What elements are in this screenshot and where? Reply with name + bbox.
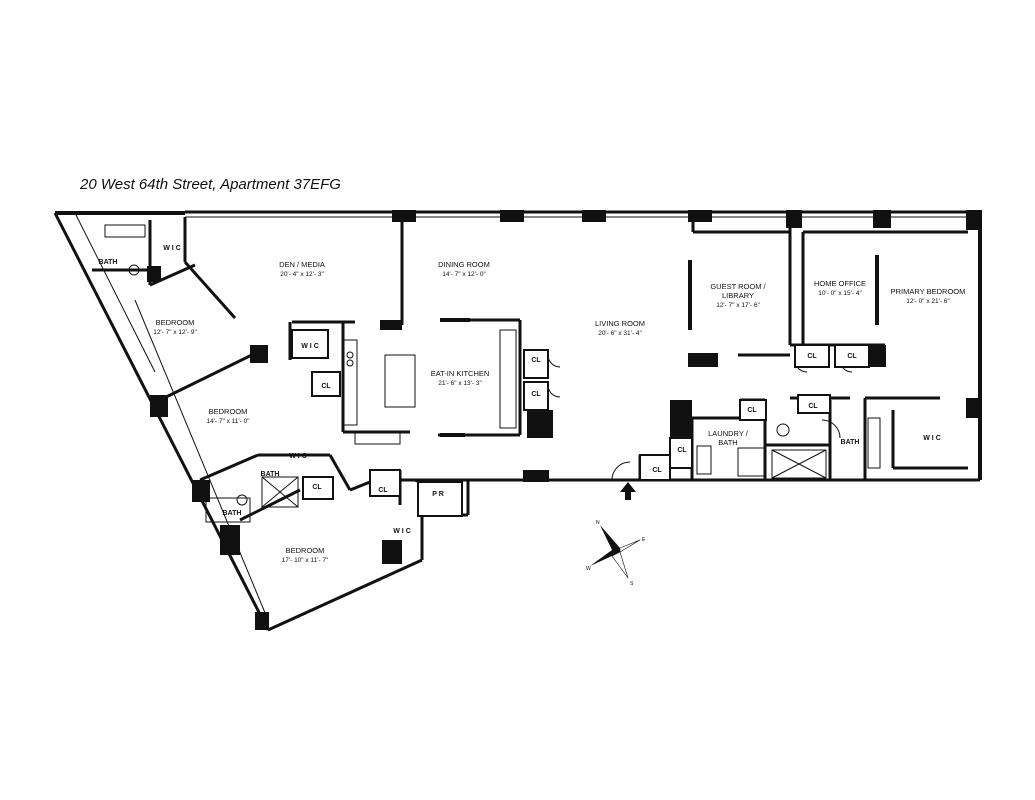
cl-label-1: CL	[321, 383, 331, 390]
room-labels: DEN / MEDIA 20'- 4" x 12'- 3" DINING ROO…	[99, 245, 966, 564]
bedroom2-label: BEDROOM	[209, 407, 248, 416]
compass-n: N	[596, 520, 600, 526]
cl-label-4: CL	[378, 487, 388, 494]
cl-label-3: CL	[531, 391, 541, 398]
fixtures	[104, 224, 881, 523]
living-dims: 20'- 6" x 31'- 4"	[598, 330, 642, 337]
cl-label-2: CL	[531, 357, 541, 364]
compass-w: W	[586, 566, 591, 572]
structural-columns	[147, 210, 982, 630]
wic-label-3: W I C	[289, 453, 307, 460]
bedroom2-dims: 14'- 7" x 11'- 0"	[206, 418, 250, 425]
bedroom1-dims: 12'- 7" x 12'- 9"	[153, 329, 197, 336]
kitchen-dims: 21'- 6" x 13'- 3"	[438, 380, 482, 387]
exterior-walls	[53, 210, 982, 632]
guest-label-2: LIBRARY	[722, 291, 754, 300]
cl-label-9: CL	[808, 403, 818, 410]
bath-label-2: BATH	[261, 471, 280, 478]
bedroom1-label: BEDROOM	[156, 318, 195, 327]
guest-label-1: GUEST ROOM /	[710, 282, 766, 291]
bath-label-1: BATH	[99, 259, 118, 266]
den-label: DEN / MEDIA	[279, 260, 325, 269]
cl-label-7: CL	[677, 447, 687, 454]
closets	[291, 329, 870, 517]
primary-label: PRIMARY BEDROOM	[891, 287, 966, 296]
entry-arrow-icon	[620, 482, 636, 500]
compass-rose-icon: N E S W	[586, 520, 646, 587]
dining-dims: 14'- 7" x 12'- 0"	[442, 271, 486, 278]
laundry-label-1: LAUNDRY /	[708, 429, 749, 438]
cl-label-6: CL	[652, 467, 662, 474]
laundry-label-2: BATH	[718, 438, 737, 447]
kitchen-label: EAT-IN KITCHEN	[431, 369, 490, 378]
bedroom3-dims: 17'- 10" x 11'- 7"	[282, 557, 329, 564]
window-mullions	[440, 255, 879, 437]
cl-label-5: CL	[312, 484, 322, 491]
den-dims: 20'- 4" x 12'- 3"	[280, 271, 324, 278]
bath-label-3: BATH	[223, 510, 242, 517]
cl-label-11: CL	[847, 353, 857, 360]
guest-dims: 12'- 7" x 17'- 6"	[716, 302, 760, 309]
compass-e: E	[642, 537, 646, 543]
office-label: HOME OFFICE	[814, 279, 866, 288]
plan-title: 20 West 64th Street, Apartment 37EFG	[80, 176, 341, 193]
living-label: LIVING ROOM	[595, 319, 645, 328]
wic-label-2: W I C	[301, 343, 319, 350]
wic-label-1: W I C	[163, 245, 181, 252]
wic-label-5: W I C	[923, 435, 941, 442]
primary-dims: 12'- 0" x 21'- 6"	[906, 298, 950, 305]
cl-label-8: CL	[747, 407, 757, 414]
cl-label-10: CL	[807, 353, 817, 360]
powder-room-label: P R	[432, 491, 444, 498]
wic-label-4: W I C	[393, 528, 411, 535]
compass-s: S	[630, 581, 634, 587]
bath-label-4: BATH	[841, 439, 860, 446]
dining-label: DINING ROOM	[438, 260, 490, 269]
office-dims: 10'- 0" x 15'- 4"	[818, 290, 862, 297]
bedroom3-label: BEDROOM	[286, 546, 325, 555]
